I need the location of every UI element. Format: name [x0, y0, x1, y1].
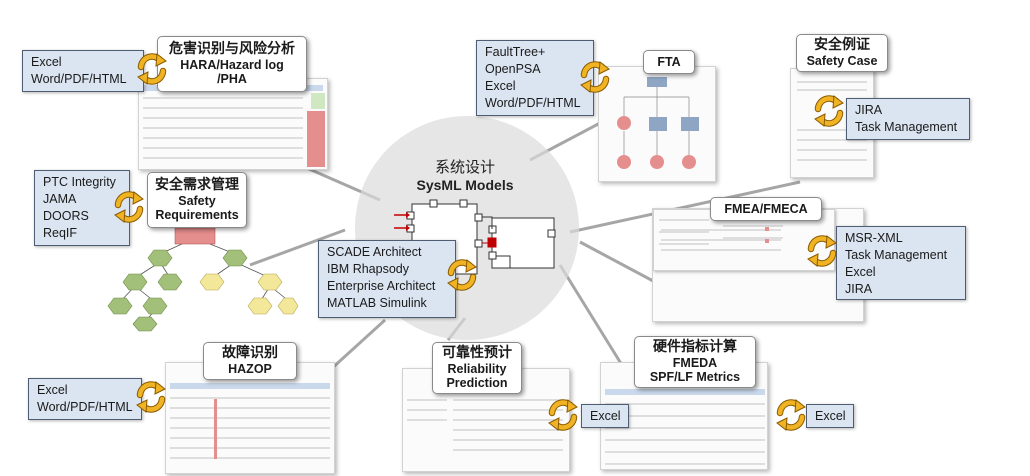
connector-hazop	[328, 318, 387, 372]
center-tools-box: SCADE Architect IBM Rhapsody Enterprise …	[318, 240, 456, 318]
fmea-title: FMEA/FMECA	[710, 197, 822, 221]
safety-req-tools-box: PTC Integrity JAMA DOORS ReqIF	[34, 170, 130, 246]
hara-title-en: /PHA	[217, 72, 247, 87]
safety-case-title-en: Safety Case	[806, 53, 878, 68]
hara-tool: Excel	[31, 55, 62, 69]
safety-req-tool: DOORS	[43, 209, 89, 223]
red-arrows	[394, 212, 410, 231]
safety-case-tools-box: JIRA Task Management	[846, 98, 970, 140]
hw-metrics-title-en: FMEDA	[672, 355, 718, 370]
safety-req-tool: ReqIF	[43, 226, 78, 240]
safety-req-title-en: Requirements	[155, 208, 239, 223]
connector-hw-metrics	[558, 264, 627, 371]
hw-metrics-tools-box: Excel	[806, 404, 854, 428]
sync-icon	[774, 398, 808, 432]
fta-tools-box: FaultTree+ OpenPSA Excel Word/PDF/HTML	[476, 40, 594, 116]
center-tool: Enterprise Architect	[327, 279, 436, 293]
reliability-title-zh: 可靠性预计	[442, 344, 512, 361]
center-tool: SCADE Architect	[327, 245, 422, 259]
hara-tool: Word/PDF/HTML	[31, 72, 127, 86]
hara-title: 危害识别与风险分析 HARA/Hazard log /PHA	[157, 36, 307, 92]
fmea-tools-box: MSR-XML Task Management Excel JIRA	[836, 226, 966, 300]
fmea-tool: JIRA	[845, 282, 873, 296]
fta-title: FTA	[643, 50, 695, 74]
safety-case-tool: JIRA	[855, 103, 883, 117]
hara-tools-box: Excel Word/PDF/HTML	[22, 50, 144, 92]
hw-metrics-tool: Excel	[815, 409, 846, 423]
sync-icon	[812, 94, 846, 128]
fmea-title-text: FMEA/FMECA	[724, 201, 808, 216]
safety-case-title-zh: 安全例证	[814, 37, 870, 54]
requirements-hexagon-tree	[107, 227, 299, 332]
fmea-tool: Excel	[845, 265, 876, 279]
safety-req-tool: PTC Integrity	[43, 175, 116, 189]
safety-req-title: 安全需求管理 Safety Requirements	[147, 172, 247, 228]
hw-metrics-title-en: SPF/LF Metrics	[649, 370, 741, 385]
hazop-title-zh: 故障识别	[222, 345, 278, 362]
hara-title-zh: 危害识别与风险分析	[169, 40, 295, 57]
hazop-thumbnail	[165, 362, 335, 474]
sync-icon	[578, 60, 612, 94]
hazop-title: 故障识别 HAZOP	[203, 342, 297, 380]
fta-tool: Excel	[485, 79, 516, 93]
center-title-zh: 系统设计	[434, 158, 495, 176]
connector-safety-req	[249, 228, 346, 267]
center-title-en: SysML Models	[416, 177, 514, 193]
safety-case-tool: Task Management	[855, 120, 958, 134]
fta-tool: OpenPSA	[485, 62, 541, 76]
sync-icon	[445, 258, 479, 292]
sync-icon	[546, 398, 580, 432]
reliability-title-en: Prediction	[446, 376, 508, 391]
hara-title-en: HARA/Hazard log	[180, 57, 284, 72]
sync-icon	[112, 190, 146, 224]
hw-metrics-title-zh: 硬件指标计算	[653, 338, 737, 355]
reliability-title-en: Reliability	[447, 361, 507, 376]
sync-icon	[805, 234, 839, 268]
fta-title-text: FTA	[657, 54, 681, 69]
center-tool: IBM Rhapsody	[327, 262, 409, 276]
center-tool: MATLAB Simulink	[327, 296, 427, 310]
reliability-title: 可靠性预计 Reliability Prediction	[432, 342, 522, 394]
hazop-title-en: HAZOP	[228, 361, 272, 376]
connector-fmea	[579, 240, 656, 284]
sync-icon	[135, 52, 169, 86]
reliability-tools-box: Excel	[581, 404, 629, 428]
safety-req-title-zh: 安全需求管理	[155, 176, 239, 193]
connector-safety-case	[569, 180, 801, 234]
reliability-tool: Excel	[590, 409, 621, 423]
hazop-tools-box: Excel Word/PDF/HTML	[28, 378, 142, 420]
safety-req-title-en: Safety	[178, 193, 216, 208]
safety-case-title: 安全例证 Safety Case	[796, 34, 888, 72]
hw-metrics-title: 硬件指标计算 FMEDA SPF/LF Metrics	[634, 336, 756, 388]
fmea-tool: Task Management	[845, 248, 948, 262]
fmea-tool: MSR-XML	[845, 231, 903, 245]
fta-tool: Word/PDF/HTML	[485, 96, 581, 110]
center-title: 系统设计 SysML Models	[390, 156, 540, 193]
hazop-tool: Word/PDF/HTML	[37, 400, 133, 414]
fta-tool: FaultTree+	[485, 45, 546, 59]
fta-thumbnail	[598, 66, 716, 182]
safety-req-tool: JAMA	[43, 192, 77, 206]
hazop-tool: Excel	[37, 383, 68, 397]
sync-icon	[134, 380, 168, 414]
fault-tree-sketch	[617, 77, 699, 169]
